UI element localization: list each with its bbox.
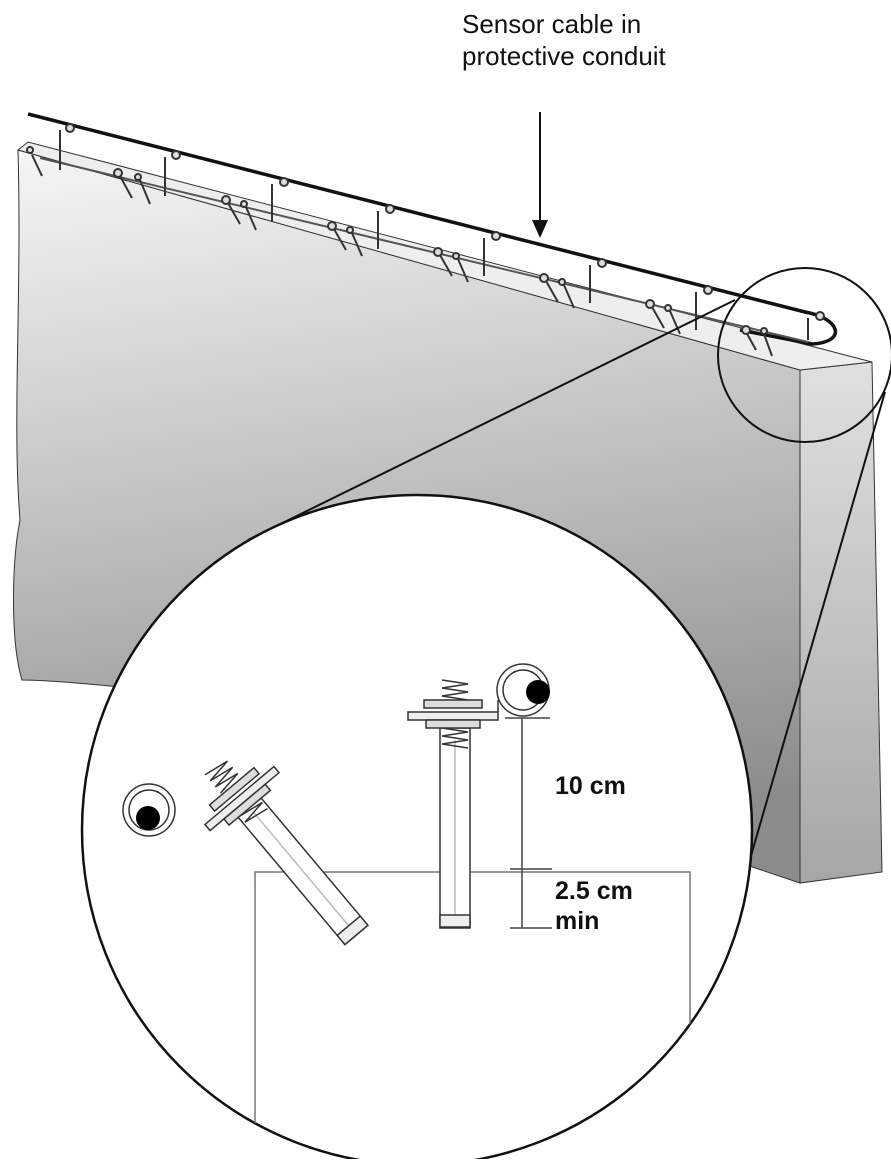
dimension-lines [505, 717, 552, 929]
magnified-view [80, 493, 754, 1164]
wall-side-face [799, 361, 883, 884]
spacing-label: 10 cm [555, 772, 626, 800]
zoom-line-left [247, 299, 736, 541]
depth-label-line2: min [555, 907, 600, 935]
angled-sensor-loop-inner [128, 789, 170, 831]
sensor-pins [26, 123, 825, 357]
depth-label: 2.5 cm min [555, 876, 633, 936]
wall-cross-section [254, 871, 691, 1160]
callout-label-line2: protective conduit [462, 41, 666, 71]
vertical-sensor-cable [526, 680, 550, 704]
callout-arrow-head [532, 220, 548, 238]
lower-conduit [39, 157, 809, 343]
detail-circle [717, 267, 891, 443]
angled-sensor [203, 760, 369, 946]
angled-sensor-cable [136, 806, 160, 830]
depth-label-line1: 2.5 cm [555, 877, 633, 905]
sensor-cable-conduit [27, 112, 837, 346]
callout-label: Sensor cable in protective conduit [462, 8, 666, 72]
vertical-sensor [407, 663, 550, 929]
callout-label-line1: Sensor cable in [462, 9, 642, 39]
zoom-line-right [743, 391, 886, 881]
